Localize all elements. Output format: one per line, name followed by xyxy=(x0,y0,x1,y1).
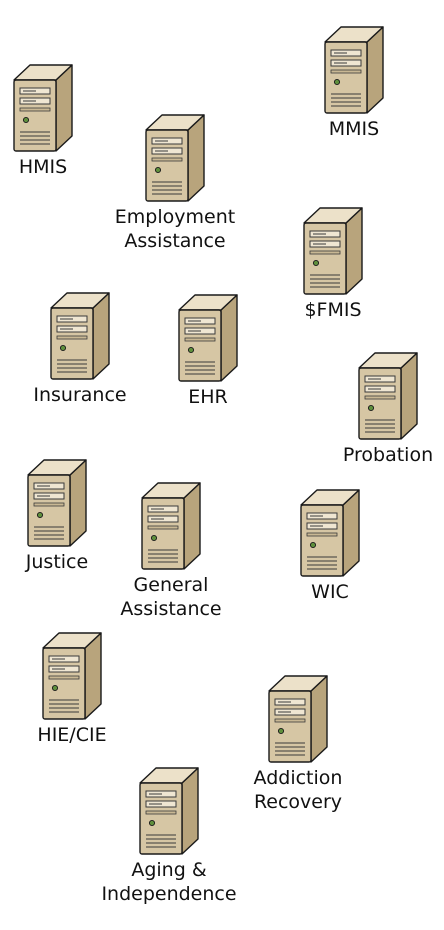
system-node-justice: Justice xyxy=(0,457,137,574)
server-icon xyxy=(357,350,419,442)
system-node-addiction-recovery: Addiction Recovery xyxy=(218,673,378,814)
server-icon xyxy=(138,765,200,857)
server-icon xyxy=(49,290,111,382)
server-icon xyxy=(302,205,364,297)
system-node-aging-independence: Aging & Independence xyxy=(89,765,249,906)
system-label-wic: WIC xyxy=(311,581,349,603)
system-label-aging-independence: Aging & Independence xyxy=(101,859,237,905)
server-icon xyxy=(177,292,239,384)
system-node-hmis: HMIS xyxy=(0,62,123,179)
system-label-general-assistance: General Assistance xyxy=(120,574,222,620)
system-label-addiction-recovery: Addiction Recovery xyxy=(253,767,343,813)
system-node-wic: WIC xyxy=(250,487,410,604)
system-node-insurance: Insurance xyxy=(0,290,160,407)
server-icon xyxy=(26,457,88,549)
system-label-insurance: Insurance xyxy=(33,384,127,406)
system-label-employment-assistance: Employment Assistance xyxy=(114,206,236,252)
server-icon xyxy=(140,480,202,572)
system-node-employment-assistance: Employment Assistance xyxy=(95,112,255,253)
system-node-general-assistance: General Assistance xyxy=(91,480,251,621)
system-label-hmis: HMIS xyxy=(18,156,68,178)
system-label-fmis: $FMIS xyxy=(304,299,362,321)
server-icon xyxy=(144,112,206,204)
system-node-ehr: EHR xyxy=(128,292,288,409)
system-node-fmis: $FMIS xyxy=(253,205,413,322)
system-node-mmis: MMIS xyxy=(274,24,434,141)
server-icon xyxy=(41,630,103,722)
system-node-probation: Probation xyxy=(308,350,444,467)
system-label-ehr: EHR xyxy=(188,386,228,408)
server-icon xyxy=(12,62,74,154)
server-icon xyxy=(267,673,329,765)
system-label-hie-cie: HIE/CIE xyxy=(37,724,107,746)
system-node-hie-cie: HIE/CIE xyxy=(0,630,152,747)
server-icon xyxy=(323,24,385,116)
system-label-justice: Justice xyxy=(25,551,89,573)
system-label-mmis: MMIS xyxy=(328,118,380,140)
server-icon xyxy=(299,487,361,579)
system-label-probation: Probation xyxy=(342,444,434,466)
